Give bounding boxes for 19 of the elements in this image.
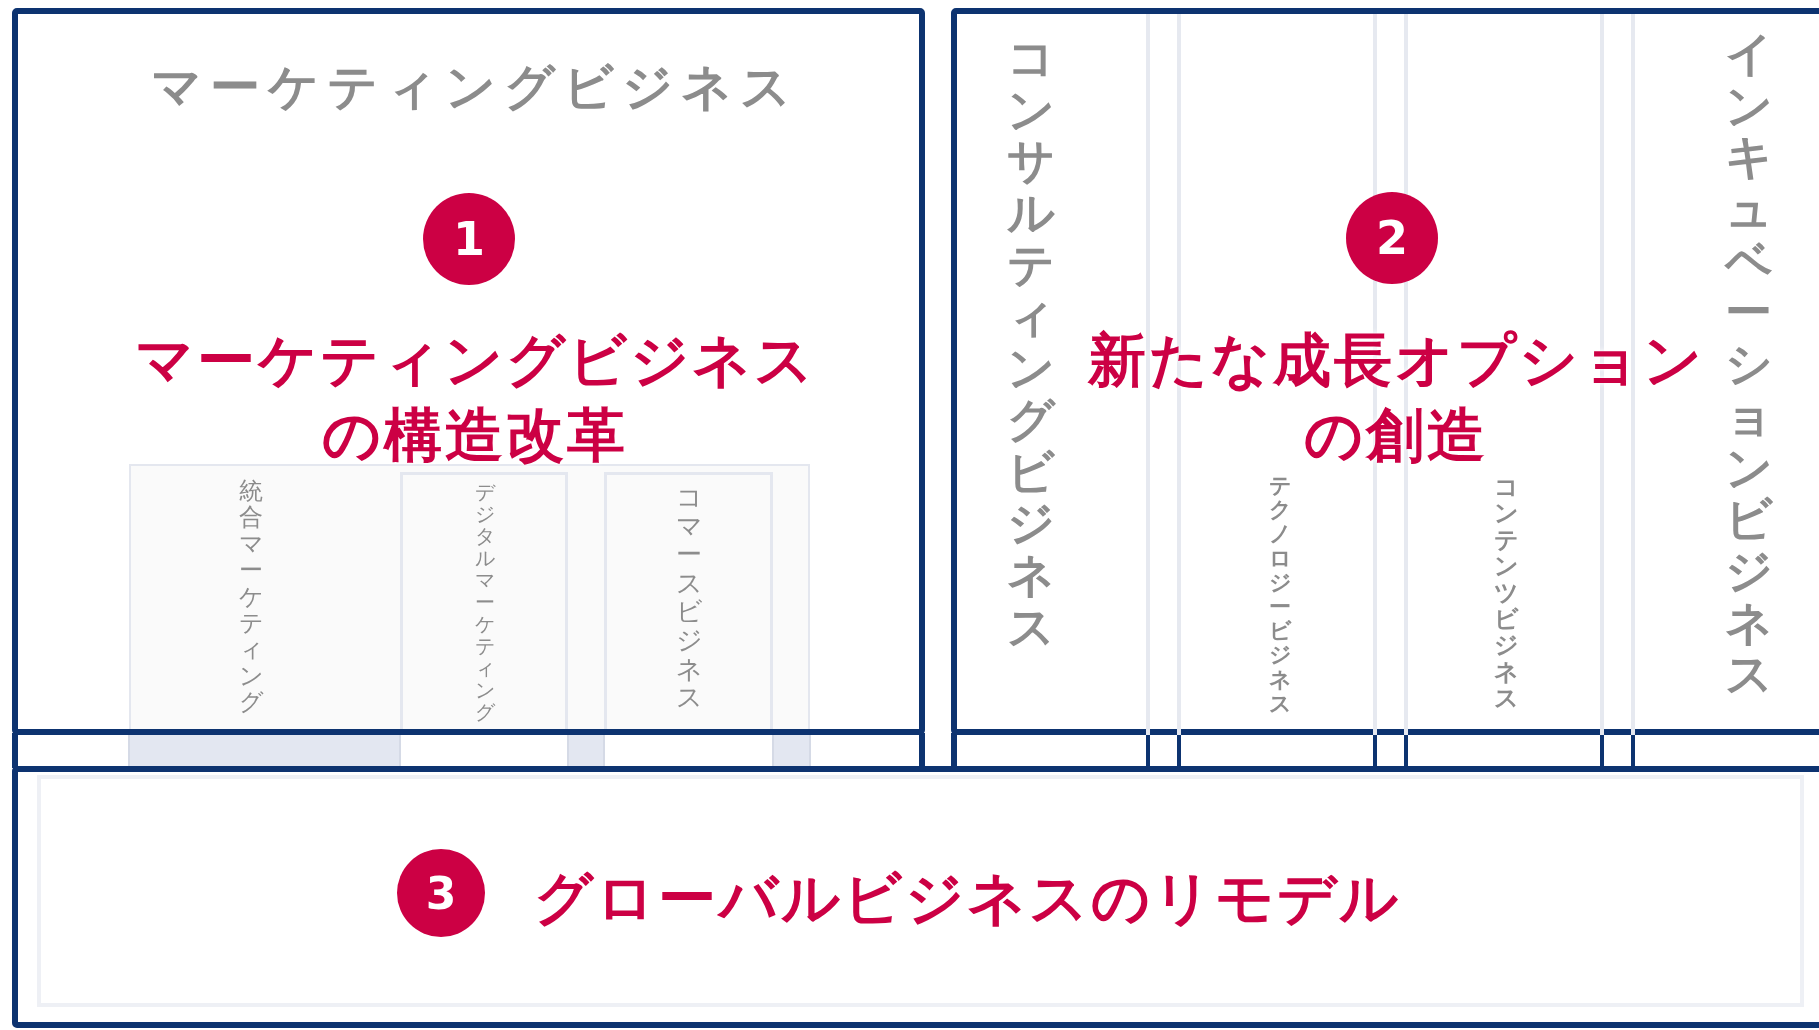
number-badge: 1 — [423, 193, 515, 285]
panel-heading: 新たな成長オプションの創造 — [1086, 325, 1706, 472]
section-panel — [951, 8, 1819, 735]
panel-heading: グローバルビジネスのリモデル — [534, 864, 1401, 934]
section-heading: マーケティングビジネス — [150, 57, 800, 118]
number-badge: 2 — [1346, 192, 1438, 284]
column-label: コンサルティングビジネス — [1006, 32, 1054, 653]
category-column — [604, 472, 773, 729]
section-panel — [12, 8, 925, 735]
column-label: インキュベーションビジネス — [1724, 28, 1772, 700]
number-badge: 3 — [397, 849, 485, 937]
column-label: コマースビジネス — [676, 483, 702, 712]
column-label: 統合マーケティング — [239, 478, 263, 716]
column-label: コンテンツビジネス — [1494, 474, 1518, 712]
panel-heading: マーケティングビジネスの構造改革 — [133, 325, 817, 472]
column-label: テクノロジービジネス — [1269, 474, 1291, 716]
category-panel — [129, 464, 810, 729]
category-column — [400, 472, 568, 729]
column-label: デジタルマーケティング — [475, 481, 495, 723]
